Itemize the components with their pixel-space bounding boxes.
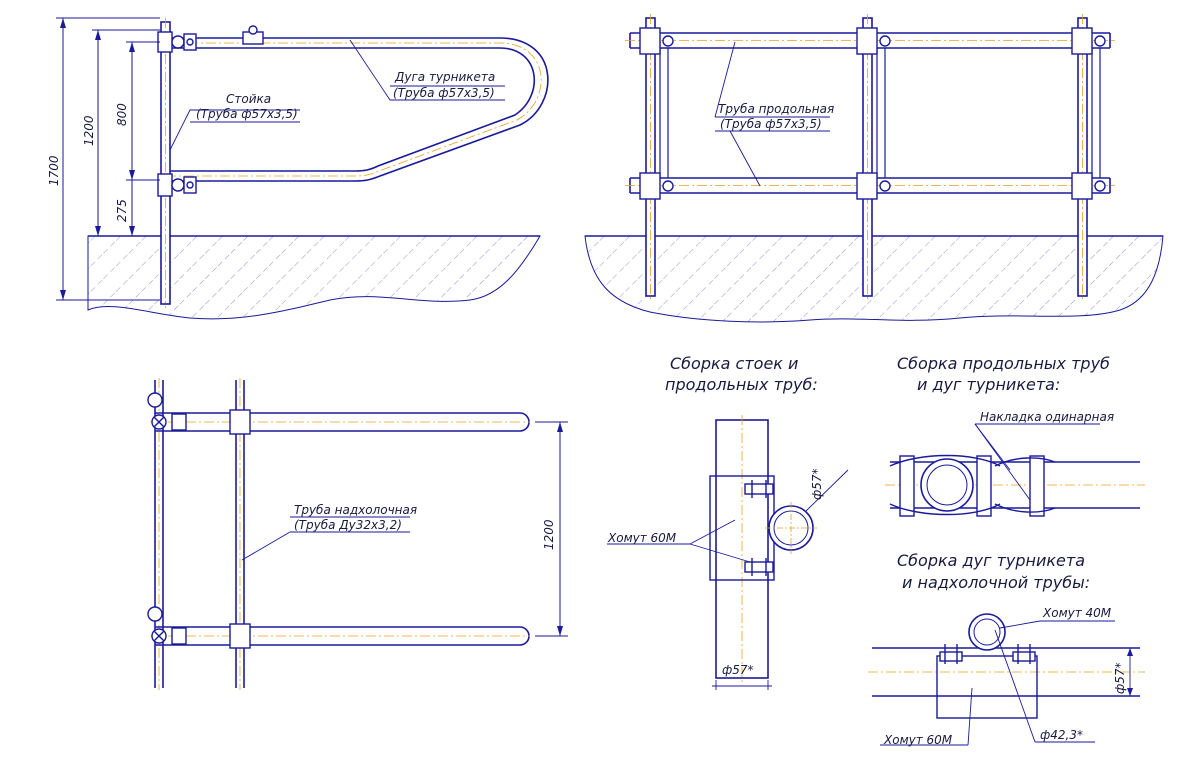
detail-arc-pipe <box>868 613 1145 746</box>
clamp-lower <box>157 173 197 197</box>
dimension-lines-side <box>56 17 160 301</box>
side-view <box>56 17 549 320</box>
clamp-40m-label: Хомут 40М <box>1043 606 1112 620</box>
arc-section <box>920 458 974 512</box>
leader-post <box>169 109 300 151</box>
dia-42-3: ф42,3* <box>1040 728 1083 742</box>
clamp-upper <box>157 31 197 53</box>
ground-section-left <box>87 235 541 320</box>
clamp-60m-label-1: Хомут 60М <box>608 531 677 545</box>
detail1-title-line2: продольных труб: <box>665 375 818 394</box>
front-clamps <box>639 27 1106 200</box>
detail2-title-line2: и дуг турникета: <box>917 375 1061 394</box>
dia-57-bottom: ф57* <box>722 663 754 677</box>
dim-1200-vertical: 1200 <box>82 115 96 146</box>
leader-arc <box>349 39 505 101</box>
dia-57-top: ф57* <box>810 468 824 500</box>
dim-1700: 1700 <box>47 155 61 186</box>
post-label: Стойка <box>226 92 272 106</box>
detail3-title-line2: и надхолочной трубы: <box>902 573 1091 592</box>
arc-label: Дуга турникета <box>395 70 496 84</box>
rail-label: Труба продольная <box>718 102 835 116</box>
ground-section-right <box>584 235 1164 323</box>
dim-800: 800 <box>115 103 129 126</box>
plan-view <box>147 378 568 690</box>
pipe-label: Труба надхолочная <box>294 503 418 517</box>
arc-spec: (Труба ф57х3,5) <box>393 86 495 100</box>
overlay-single-label: Накладка одинарная <box>980 410 1115 424</box>
detail-post-rail <box>607 415 849 690</box>
dia-57-right: ф57* <box>1113 662 1127 694</box>
overlay-top <box>242 25 264 45</box>
dim-1200-plan: 1200 <box>542 519 556 550</box>
dim-275: 275 <box>115 199 129 222</box>
detail3-title-line1: Сборка дуг турникета <box>897 551 1085 570</box>
detail1-title-line1: Сборка стоек и <box>670 354 799 373</box>
plan-joints <box>147 392 251 649</box>
pipe-spec: (Труба Ду32х3,2) <box>294 518 402 532</box>
clamp-60m-label-2: Хомут 60М <box>884 733 953 747</box>
front-view <box>584 14 1164 323</box>
detail-rail-arc <box>885 423 1145 517</box>
rail-spec: (Труба ф57х3,5) <box>720 117 822 131</box>
turnstile-arc <box>170 37 549 182</box>
post-spec: (Труба ф57х3,5) <box>196 107 298 121</box>
detail2-title-line1: Сборка продольных труб <box>897 354 1110 373</box>
